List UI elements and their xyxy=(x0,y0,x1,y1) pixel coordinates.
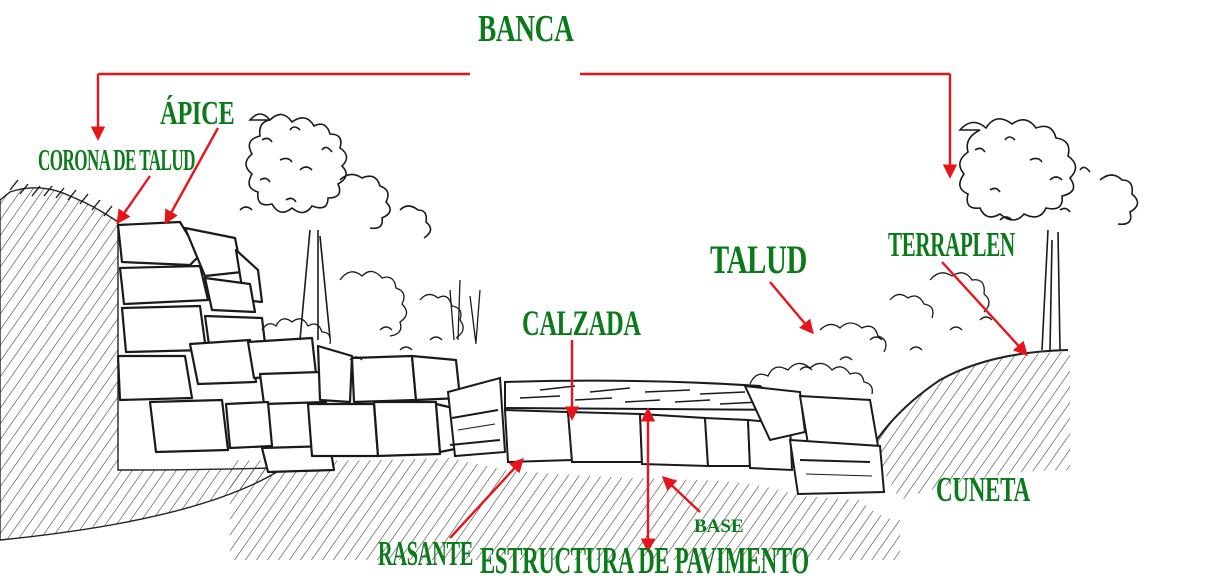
left-shrubs xyxy=(261,270,481,361)
left-crown-ground xyxy=(9,179,113,217)
arrow-talud xyxy=(769,281,814,335)
label-terraplen: TERRAPLEN xyxy=(888,225,1015,264)
label-rasante: RASANTE xyxy=(378,534,473,573)
banca-bracket xyxy=(90,72,958,179)
label-apice: ÁPICE xyxy=(160,95,235,132)
label-banca: BANCA xyxy=(478,8,574,50)
label-estructura-de-pavimento: ESTRUCTURA DE PAVIMENTO xyxy=(480,540,809,582)
arrow-corona xyxy=(116,175,151,225)
label-arrows xyxy=(116,127,1028,553)
right-tree xyxy=(958,118,1139,351)
right-shrubs xyxy=(749,272,993,395)
label-talud: TALUD xyxy=(710,237,807,282)
arrow-rasante xyxy=(449,457,524,539)
arrow-apice xyxy=(164,127,220,225)
arrow-base xyxy=(661,476,701,513)
arrow-terraplen xyxy=(941,261,1028,357)
ground-terrain xyxy=(0,187,1070,560)
left-gutter xyxy=(446,376,507,458)
label-calzada: CALZADA xyxy=(522,303,641,343)
left-tree xyxy=(239,113,432,341)
stone-retaining-wall xyxy=(116,220,464,474)
label-base: BASE xyxy=(694,516,744,537)
label-corona-de-talud: CORONA DE TALUD xyxy=(38,142,195,177)
right-gutter xyxy=(743,384,886,496)
label-cuneta: CUNETA xyxy=(936,470,1030,509)
